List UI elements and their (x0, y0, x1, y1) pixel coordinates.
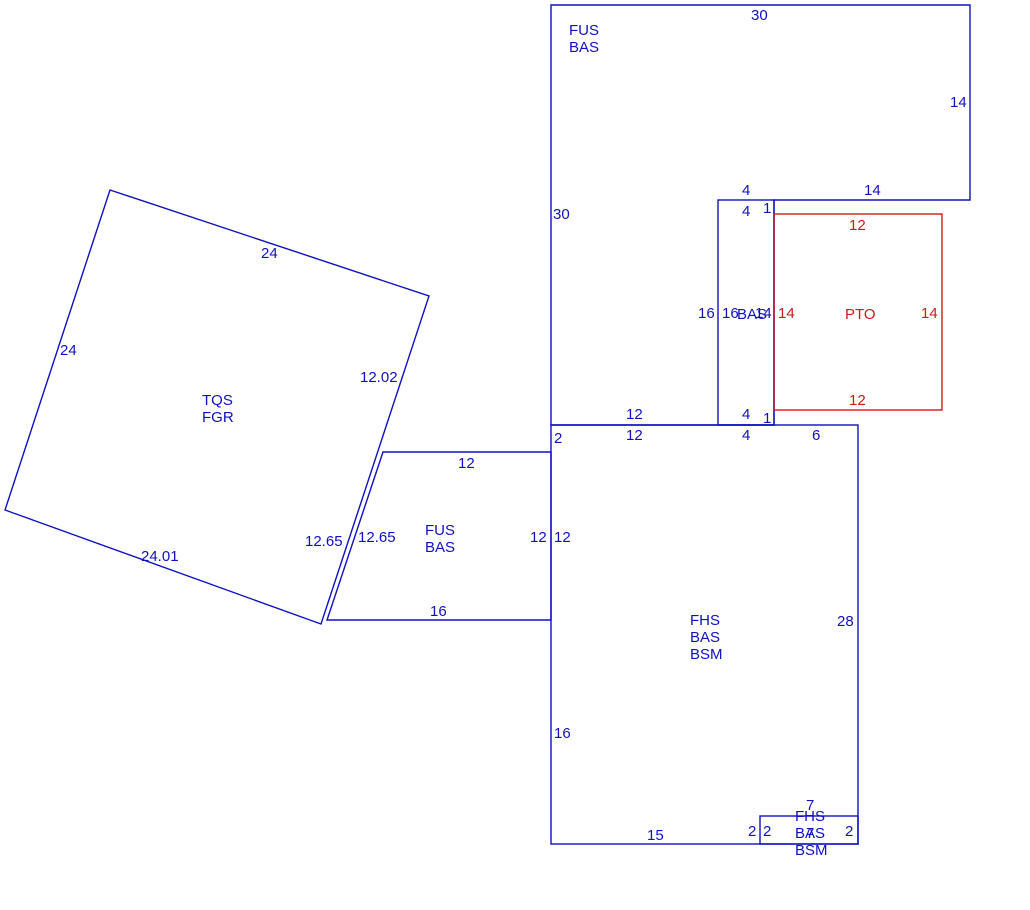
dim-strip-bottom-outer: 4 (742, 427, 750, 444)
dim-upper-right: 14 (950, 94, 967, 111)
dim-strip-top-inner: 4 (742, 203, 750, 220)
dim-strip-one-bottom: 1 (763, 410, 771, 427)
small-area-outline (759, 815, 859, 845)
dim-garage-right: 12.02 (360, 369, 398, 386)
dim-lower-bottom-two: 2 (748, 823, 756, 840)
dim-garage-left: 24 (60, 342, 77, 359)
lower-area-outline (550, 424, 859, 845)
dim-middle-bottom: 16 (430, 603, 447, 620)
dim-pto-top: 12 (849, 217, 866, 234)
dim-strip-left-outer: 16 (698, 305, 715, 322)
dim-small-right: 2 (845, 823, 853, 840)
pto-outline (773, 213, 943, 411)
dim-garage-right-lower: 12.65 (305, 533, 343, 550)
dim-upper-left: 30 (553, 206, 570, 223)
lower-area-code-2: BAS (690, 629, 720, 646)
dim-small-left: 2 (763, 823, 771, 840)
middle-area-code-2: BAS (425, 539, 455, 556)
dim-pto-bottom: 12 (849, 392, 866, 409)
dim-strip-right: 14 (755, 305, 772, 322)
dim-lower-left-right: 12 (554, 529, 571, 546)
upper-area-outline (550, 4, 971, 426)
dim-lower-bottom: 15 (647, 827, 664, 844)
dim-strip-bottom-inner: 4 (742, 406, 750, 423)
dim-middle-top: 12 (458, 455, 475, 472)
dim-strip-one-top: 1 (763, 200, 771, 217)
strip-code: BAS (737, 306, 767, 323)
lower-area-code-3: BSM (690, 646, 723, 663)
dim-upper-top: 30 (751, 7, 768, 24)
upper-area-code-2: BAS (569, 39, 599, 56)
small-area-code-1: FHS (795, 808, 825, 825)
dim-middle-right: 12 (530, 529, 547, 546)
middle-area-code-1: FUS (425, 522, 455, 539)
small-area-code-3: BSM (795, 842, 828, 859)
pto-code: PTO (845, 306, 876, 323)
garage-code-1: TQS (202, 392, 233, 409)
dim-upper-bottom-mid: 12 (626, 406, 643, 423)
dim-strip-top-outer: 4 (742, 182, 750, 199)
dim-small-bottom: 7 (806, 825, 814, 842)
dim-strip-left-inner: 16 (722, 305, 739, 322)
garage-code-2: FGR (202, 409, 234, 426)
lower-area-code-1: FHS (690, 612, 720, 629)
dim-lower-left-top: 2 (554, 430, 562, 447)
dim-pto-left: 14 (778, 305, 795, 322)
dim-lower-right: 28 (837, 613, 854, 630)
dim-lower-top-right: 6 (812, 427, 820, 444)
dim-pto-right: 14 (921, 305, 938, 322)
dim-garage-top: 24 (261, 245, 278, 262)
dim-garage-bottom: 24.01 (141, 548, 179, 565)
dim-middle-left: 12.65 (358, 529, 396, 546)
dim-lower-top-left: 12 (626, 427, 643, 444)
dim-upper-bottom-right: 14 (864, 182, 881, 199)
dim-lower-left: 16 (554, 725, 571, 742)
dim-small-top: 7 (806, 797, 814, 814)
garage-outline (4, 189, 430, 625)
small-area-code-2: BAS (795, 825, 825, 842)
upper-area-code-1: FUS (569, 22, 599, 39)
